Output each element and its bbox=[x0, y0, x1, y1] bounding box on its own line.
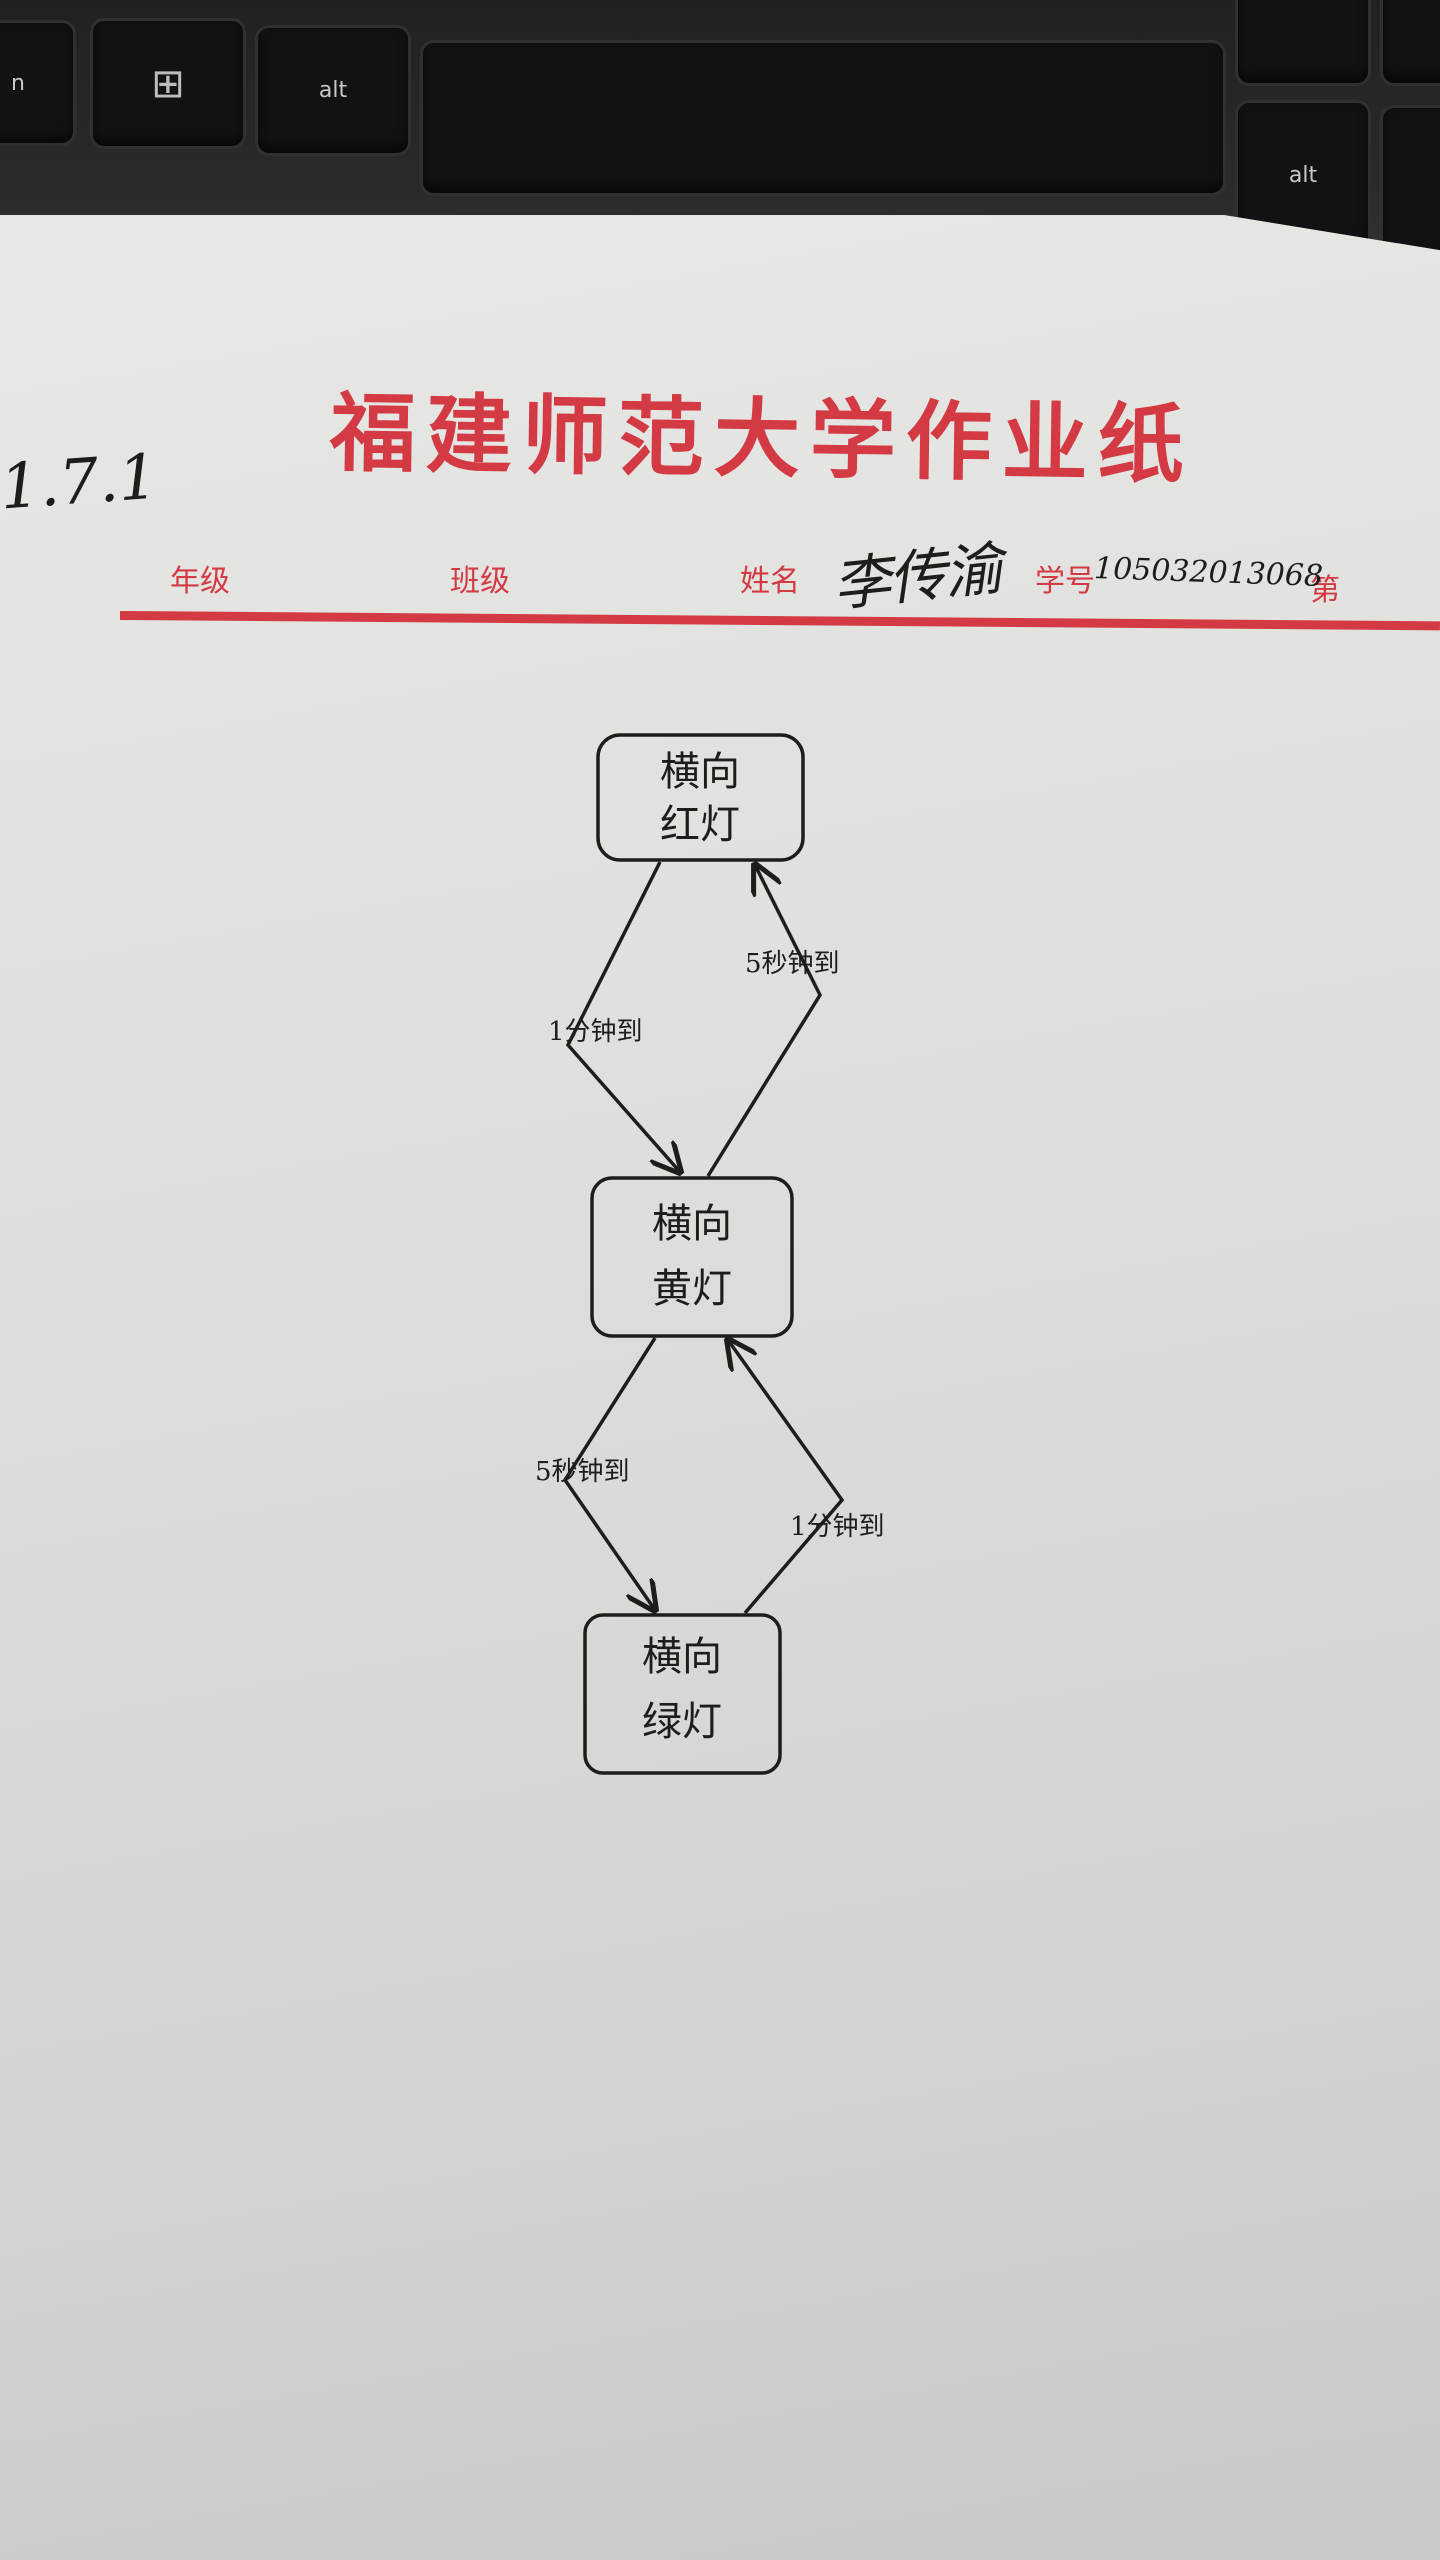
key-edge[interactable] bbox=[1380, 105, 1440, 261]
state-red-line1: 横向 bbox=[660, 749, 740, 795]
key-alt-left-label: alt bbox=[318, 78, 348, 103]
state-red-line2: 红灯 bbox=[660, 802, 740, 848]
windows-logo-icon: ⊞ bbox=[151, 60, 185, 107]
field-page-label: 第 bbox=[1310, 573, 1340, 608]
sheet-title: 福建师范大学作业纸 bbox=[329, 382, 1195, 496]
key-alt-right-label: alt bbox=[1288, 163, 1318, 188]
state-red-light: 横向 红灯 bbox=[596, 733, 805, 862]
transition-red-to-yellow-label: 1分钟到 bbox=[548, 1017, 643, 1047]
transition-green-to-yellow bbox=[728, 1340, 845, 1615]
state-box-green bbox=[583, 1613, 782, 1775]
key-alt-left[interactable]: alt bbox=[255, 25, 411, 156]
state-box-red bbox=[596, 733, 805, 862]
field-student-id-label: 学号 bbox=[1035, 564, 1095, 599]
field-class-label: 班级 bbox=[450, 564, 510, 599]
transition-yellow-to-green bbox=[562, 1337, 655, 1610]
transition-red-to-yellow bbox=[565, 861, 680, 1172]
signature: 李传渝 bbox=[829, 534, 1004, 620]
key-space[interactable] bbox=[420, 40, 1226, 196]
field-name-label: 姓名 bbox=[740, 564, 800, 599]
state-yellow-line2: 黄灯 bbox=[652, 1266, 732, 1312]
key-fn-label: n bbox=[11, 70, 25, 96]
state-box-yellow bbox=[590, 1176, 794, 1338]
paper-sheet bbox=[0, 215, 1440, 2560]
problem-number: 1.7.1 bbox=[0, 439, 161, 524]
transition-yellow-to-green-label: 5秒钟到 bbox=[535, 1457, 630, 1487]
key-top-right-1[interactable] bbox=[1235, 0, 1371, 86]
transition-green-to-yellow-label: 1分钟到 bbox=[790, 1512, 885, 1542]
state-green-line2: 绿灯 bbox=[642, 1699, 722, 1745]
key-windows[interactable]: ⊞ bbox=[90, 18, 246, 149]
transition-yellow-to-red bbox=[706, 865, 823, 1177]
transition-yellow-to-red-label: 5秒钟到 bbox=[745, 949, 840, 979]
state-yellow-light: 横向 黄灯 bbox=[590, 1176, 794, 1338]
state-yellow-line1: 横向 bbox=[652, 1201, 732, 1247]
state-green-light: 横向 绿灯 bbox=[583, 1613, 782, 1775]
key-fn[interactable]: n bbox=[0, 20, 76, 146]
state-green-line1: 横向 bbox=[642, 1634, 722, 1680]
key-top-right-2[interactable] bbox=[1380, 0, 1440, 86]
field-grade-label: 年级 bbox=[170, 564, 230, 599]
